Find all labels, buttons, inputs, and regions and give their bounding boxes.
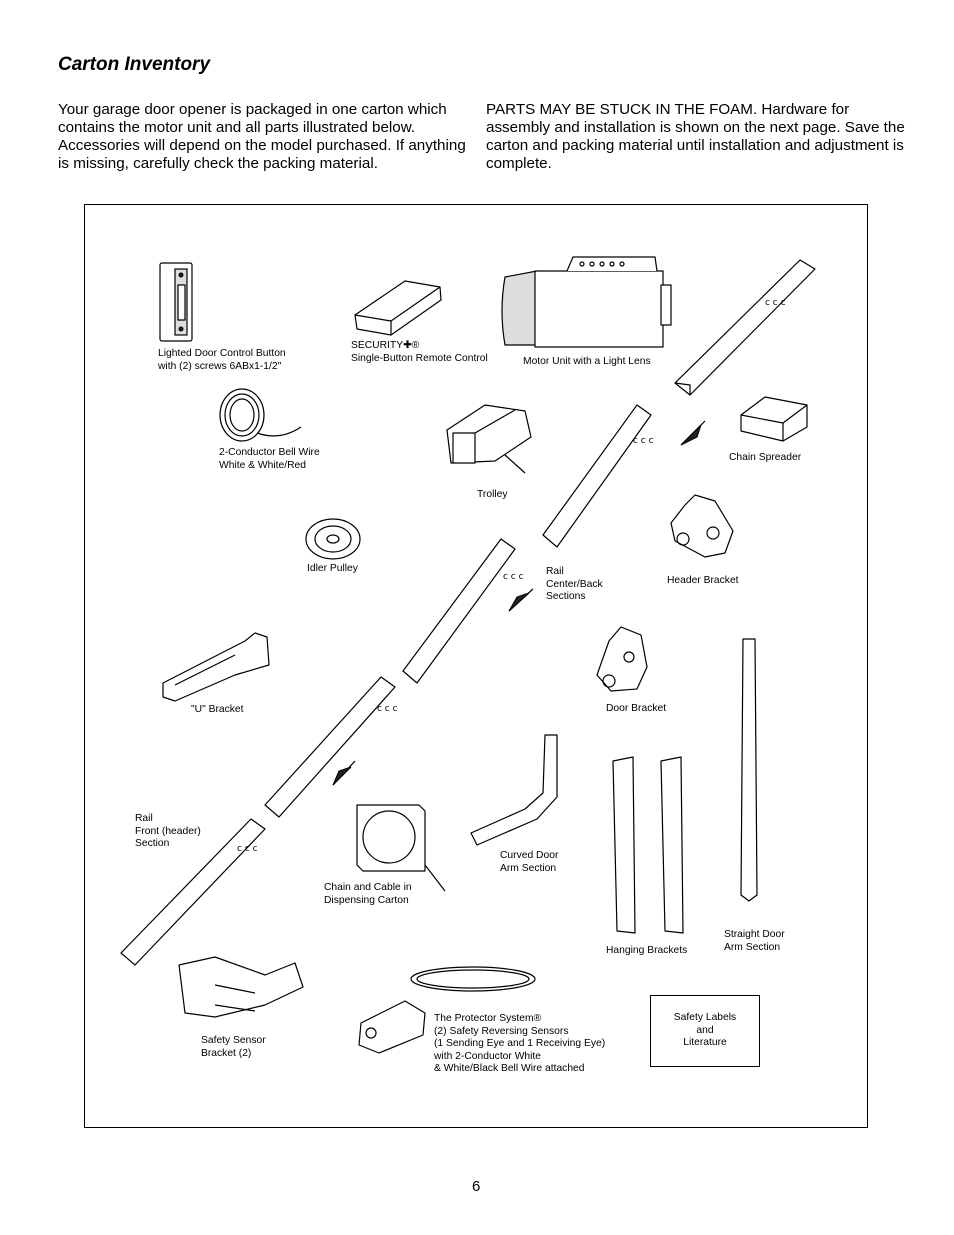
remote-illustration bbox=[354, 280, 442, 336]
label-rail-front: Rail Front (header) Section bbox=[135, 813, 201, 849]
svg-text:c c c: c c c bbox=[377, 704, 398, 714]
door-bracket-illustration bbox=[596, 626, 648, 692]
u-bracket-illustration bbox=[162, 632, 270, 702]
chain-carton-illustration bbox=[356, 804, 446, 892]
label-u-bracket: "U" Bracket bbox=[191, 704, 244, 715]
label-curved-arm: Curved Door Arm Section bbox=[500, 850, 559, 874]
door-control-illustration bbox=[159, 262, 193, 342]
motor-illustration bbox=[501, 256, 672, 348]
svg-text:c c c: c c c bbox=[633, 436, 654, 446]
label-protector-system: The Protector System® (2) Safety Reversi… bbox=[434, 1013, 606, 1074]
label-safety-labels: Safety Labels and Literature bbox=[650, 995, 760, 1067]
rail-front-upper-illustration: c c c bbox=[264, 676, 398, 818]
label-chain-spreader: Chain Spreader bbox=[729, 452, 802, 463]
label-header-bracket: Header Bracket bbox=[667, 575, 739, 586]
label-bell-wire: 2-Conductor Bell Wire White & White/Red bbox=[219, 447, 320, 471]
svg-text:c c c: c c c bbox=[765, 298, 786, 308]
label-rail-center: Rail Center/Back Sections bbox=[546, 566, 603, 602]
intro-paragraph-left: Your garage door opener is packaged in o… bbox=[58, 101, 466, 172]
label-sensor-bracket: Safety Sensor Bracket (2) bbox=[201, 1035, 266, 1059]
idler-pulley-illustration bbox=[305, 518, 361, 560]
sensor-bracket-illustration bbox=[178, 956, 304, 1018]
trolley-illustration bbox=[446, 404, 532, 474]
label-chain-carton: Chain and Cable in Dispensing Carton bbox=[324, 882, 412, 906]
header-bracket-illustration bbox=[670, 494, 734, 558]
hanging-brackets-illustration bbox=[612, 756, 684, 934]
label-remote: SECURITY✚® Single-Button Remote Control bbox=[351, 340, 488, 364]
page-number: 6 bbox=[472, 1178, 481, 1195]
curved-arm-illustration bbox=[470, 734, 558, 846]
svg-text:c c c: c c c bbox=[503, 572, 524, 582]
rail-mid-illustration: c c c bbox=[402, 538, 534, 684]
label-idler-pulley: Idler Pulley bbox=[307, 563, 358, 574]
chain-spreader-illustration bbox=[740, 396, 808, 442]
rail-front-illustration: c c c bbox=[120, 818, 266, 966]
svg-text:c c c: c c c bbox=[237, 844, 258, 854]
rail-center-illustration: c c c bbox=[542, 404, 706, 548]
parts-artwork: c c c c c c bbox=[120, 256, 816, 1054]
label-hanging-brackets: Hanging Brackets bbox=[606, 945, 688, 956]
straight-arm-illustration bbox=[740, 638, 758, 902]
rail-back-illustration: c c c bbox=[674, 259, 816, 396]
label-trolley: Trolley bbox=[477, 489, 508, 500]
page-heading: Carton Inventory bbox=[58, 54, 211, 75]
parts-illustration-panel: c c c c c c bbox=[84, 204, 868, 1128]
label-straight-arm: Straight Door Arm Section bbox=[724, 929, 785, 953]
label-motor: Motor Unit with a Light Lens bbox=[523, 356, 651, 367]
protector-system-illustration bbox=[358, 966, 536, 1054]
bell-wire-illustration bbox=[219, 388, 302, 442]
label-door-bracket: Door Bracket bbox=[606, 703, 667, 714]
label-door-control: Lighted Door Control Button with (2) scr… bbox=[158, 348, 286, 372]
intro-paragraph-right: PARTS MAY BE STUCK IN THE FOAM. Hardware… bbox=[486, 101, 905, 172]
